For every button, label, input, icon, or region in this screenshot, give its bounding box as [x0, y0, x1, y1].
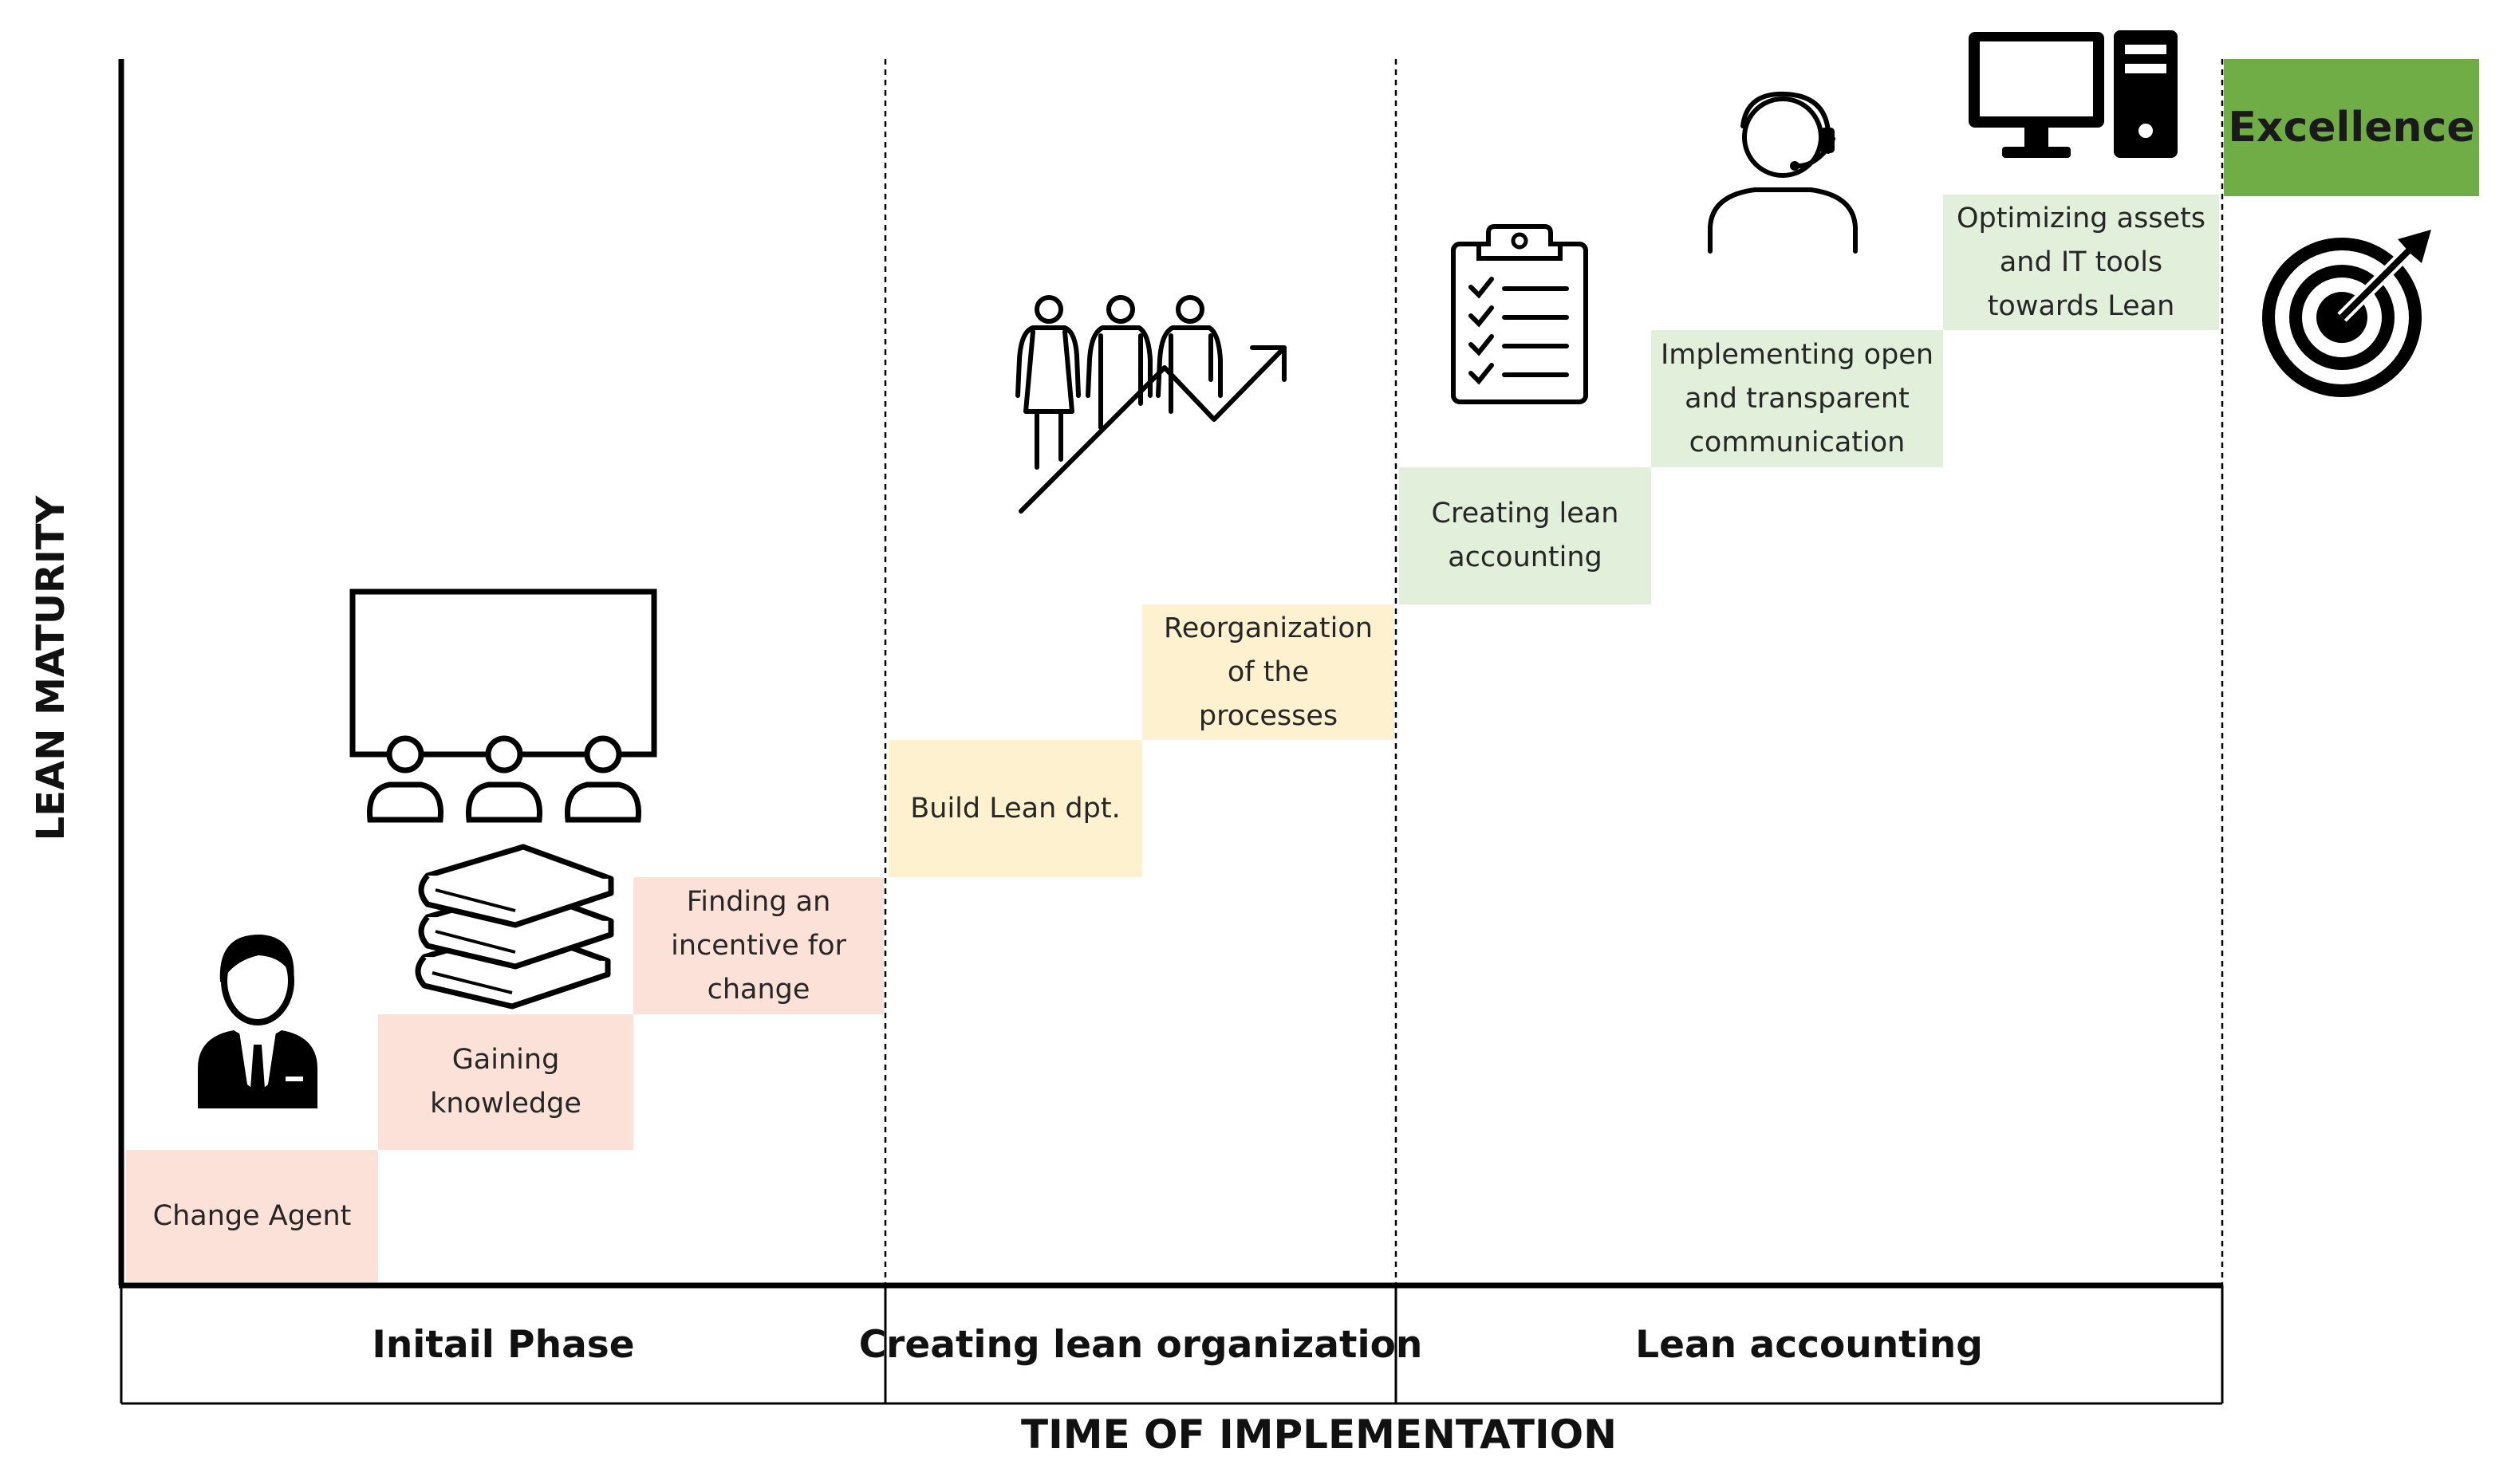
step-gaining-knowledge: Gaining knowledge: [378, 1014, 633, 1150]
phase-label-lean-organization: Creating lean organization: [858, 1322, 1423, 1367]
target-arrow-icon: [2262, 230, 2431, 397]
phase-label-lean-accounting: Lean accounting: [1635, 1322, 1983, 1367]
step-open-communication: Implementing open and transparent commun…: [1651, 330, 1943, 467]
step-reorganization: Reorganization of the processes: [1142, 604, 1394, 740]
step-change-agent: Change Agent: [126, 1150, 378, 1282]
goal-excellence-box: Excellence: [2224, 59, 2479, 196]
y-axis-title: LEAN MATURITY: [29, 495, 73, 841]
step-finding-incentive: Finding an incentive for change: [633, 877, 884, 1014]
presentation-audience-icon: [349, 588, 657, 823]
desktop-computer-icon: [1969, 30, 2178, 158]
clipboard-checklist-icon: [1451, 224, 1588, 404]
businessman-icon: [198, 934, 317, 1108]
headset-operator-icon: [1708, 91, 1858, 254]
step-optimizing-assets: Optimizing assets and IT tools towards L…: [1943, 195, 2219, 330]
step-creating-lean-accounting: Creating lean accounting: [1399, 467, 1651, 604]
books-stack-icon: [415, 844, 614, 1010]
step-build-lean-dpt: Build Lean dpt.: [889, 740, 1142, 877]
phase-label-initial: Initail Phase: [372, 1322, 635, 1367]
team-growth-icon: [1015, 295, 1287, 514]
x-axis-title: TIME OF IMPLEMENTATION: [1021, 1411, 1617, 1458]
